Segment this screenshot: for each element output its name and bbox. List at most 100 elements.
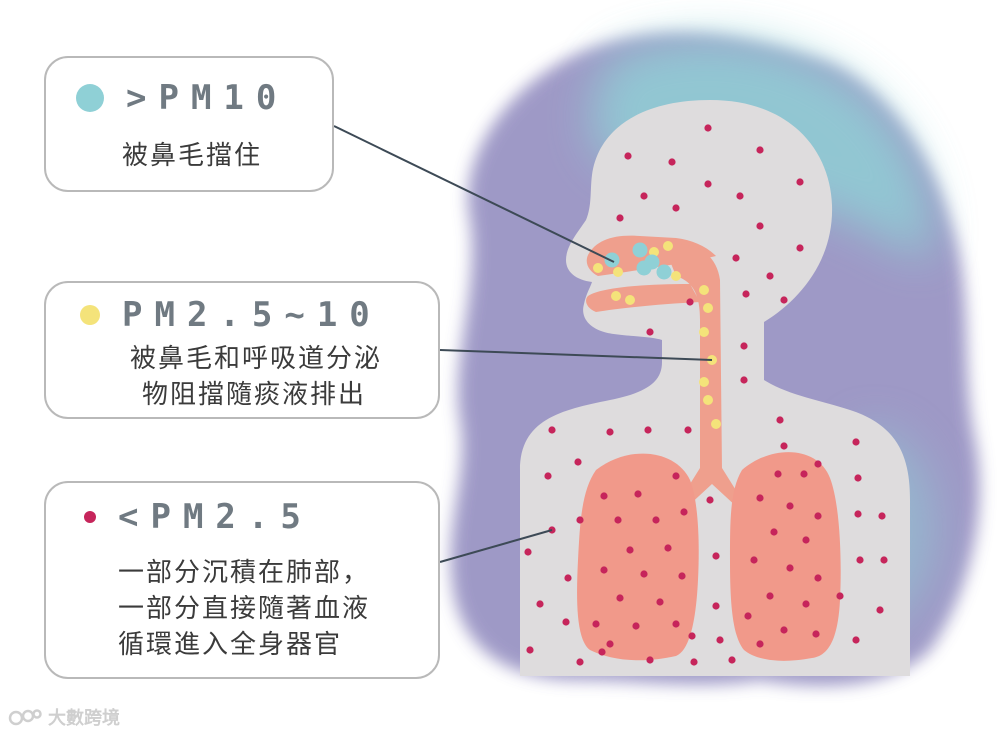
- small-particle: [786, 564, 794, 572]
- small-particle: [854, 474, 862, 482]
- trachea: [664, 244, 722, 470]
- medium-particle: [671, 271, 681, 281]
- small-particle: [606, 428, 614, 436]
- watermark: 大數跨境: [8, 704, 120, 730]
- small-particle: [716, 636, 724, 644]
- callout-pm25-10-description: 被鼻毛和呼吸道分泌 物阻擋隨痰液排出: [130, 341, 382, 413]
- callout-pm25-title: <PM2.5: [118, 497, 313, 537]
- small-particle: [854, 510, 862, 518]
- small-particle: [668, 158, 676, 166]
- magenta-dot-icon: [84, 511, 96, 523]
- small-particle: [780, 296, 788, 304]
- medium-particle: [703, 303, 713, 313]
- large-particle: [644, 254, 660, 270]
- small-particle: [644, 426, 652, 434]
- medium-particle: [711, 419, 721, 429]
- small-particle: [880, 556, 888, 564]
- small-particle: [776, 416, 784, 424]
- medium-particle: [699, 327, 709, 337]
- small-particle: [686, 298, 694, 306]
- callout-pm10-description: 被鼻毛擋住: [122, 138, 262, 174]
- small-particle: [786, 502, 794, 510]
- left-lung: [577, 453, 699, 661]
- callout-pm10-header: >PM10: [76, 78, 288, 118]
- callout-pm10-line: 被鼻毛擋住: [122, 141, 263, 171]
- callout-pm25: <PM2.5 一部分沉積在肺部， 一部分直接隨著血液 循環進入全身器官: [44, 481, 440, 679]
- small-particle: [732, 254, 740, 262]
- small-particle: [544, 472, 552, 480]
- small-particle: [756, 494, 764, 502]
- small-particle: [564, 574, 572, 582]
- small-particle: [690, 658, 698, 666]
- callout-pm25-10-header: PM2.5~10: [76, 295, 382, 335]
- medium-particle: [699, 285, 709, 295]
- small-particle: [536, 600, 544, 608]
- callout-pm25-line: 一部分直接隨著血液: [118, 594, 371, 624]
- small-particle: [576, 658, 584, 666]
- small-particle: [780, 442, 788, 450]
- small-particles: [524, 124, 888, 666]
- small-particle: [802, 600, 810, 608]
- small-particle: [640, 570, 648, 578]
- leader-lines: [333, 125, 713, 563]
- small-particle: [646, 656, 654, 664]
- small-particle: [664, 544, 672, 552]
- small-particle: [856, 556, 864, 564]
- small-particle: [640, 192, 648, 200]
- small-particle: [656, 598, 664, 606]
- small-particle: [756, 640, 764, 648]
- small-particle: [852, 636, 860, 644]
- small-particle: [624, 152, 632, 160]
- small-particle: [766, 592, 774, 600]
- yellow-dot-icon: [80, 305, 100, 325]
- small-particle: [704, 180, 712, 188]
- leader-line-pm25-10: [439, 349, 713, 361]
- callout-pm10-title: >PM10: [126, 78, 289, 118]
- small-particle: [756, 146, 764, 154]
- watermark-text: 大數跨境: [48, 708, 120, 729]
- small-particle: [526, 646, 534, 654]
- large-particle: [656, 264, 672, 280]
- small-particle: [878, 512, 886, 520]
- small-particle: [684, 426, 692, 434]
- small-particle: [756, 222, 764, 230]
- small-particle: [796, 244, 804, 252]
- medium-particle: [625, 295, 635, 305]
- callout-pm25-10-title: PM2.5~10: [122, 295, 382, 335]
- small-particle: [616, 214, 624, 222]
- leader-line-pm25: [439, 529, 553, 563]
- medium-particle: [703, 395, 713, 405]
- callout-pm25-10-line: 物阻擋隨痰液排出: [142, 380, 367, 410]
- small-particle: [626, 546, 634, 554]
- small-particle: [672, 620, 680, 628]
- small-particle: [736, 192, 744, 200]
- small-particle: [688, 632, 696, 640]
- small-particle: [742, 290, 750, 298]
- small-particle: [740, 376, 748, 384]
- small-particle: [562, 618, 570, 626]
- bronchi: [680, 468, 742, 508]
- callout-pm25-10-line: 被鼻毛和呼吸道分泌: [130, 344, 383, 374]
- small-particle: [706, 496, 714, 504]
- small-particle: [616, 594, 624, 602]
- small-particle: [634, 490, 642, 498]
- small-particle: [704, 124, 712, 132]
- small-particle: [652, 516, 660, 524]
- small-particle: [576, 516, 584, 524]
- small-particle: [750, 556, 758, 564]
- callout-pm25-header: <PM2.5: [76, 497, 313, 537]
- right-lung: [730, 452, 841, 661]
- small-particle: [606, 640, 614, 648]
- small-particle: [600, 566, 608, 574]
- small-particle: [712, 602, 720, 610]
- leader-line-pm10: [333, 125, 615, 263]
- small-particle: [672, 472, 680, 480]
- small-particle: [712, 552, 720, 560]
- small-particle: [876, 606, 884, 614]
- small-particle: [744, 612, 752, 620]
- lungs: [577, 452, 841, 661]
- small-particle: [524, 548, 532, 556]
- small-particle: [740, 342, 748, 350]
